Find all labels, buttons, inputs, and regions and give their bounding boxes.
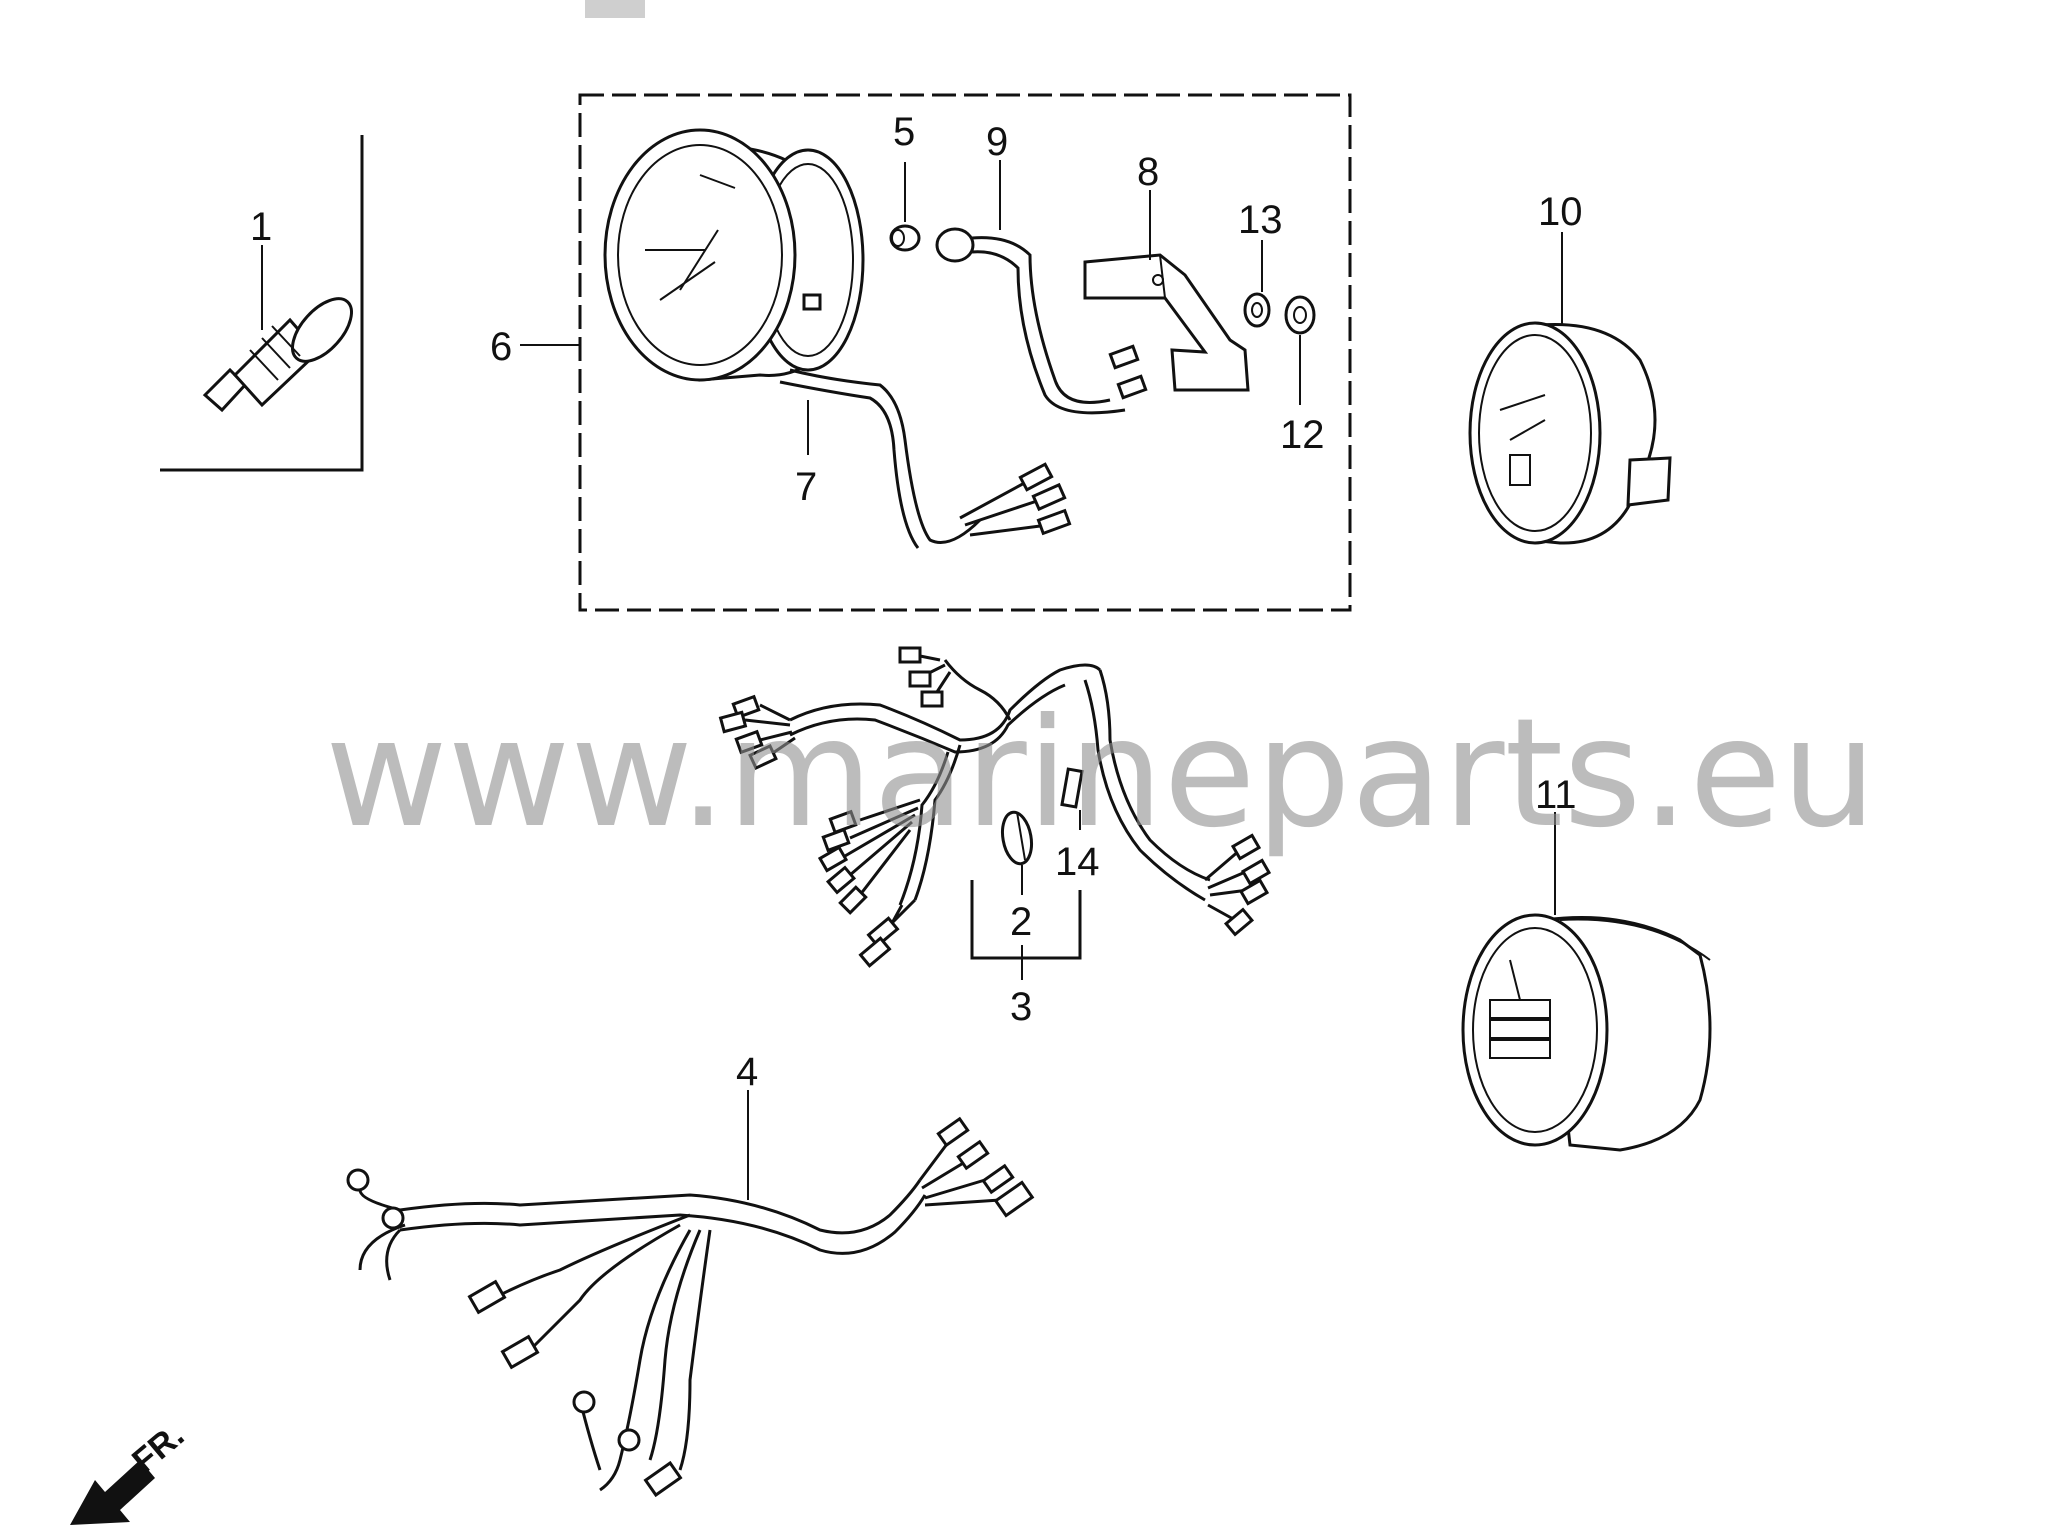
callout-5: 5 bbox=[893, 110, 915, 154]
part-14-pin bbox=[1060, 767, 1084, 809]
callout-7: 7 bbox=[795, 465, 817, 509]
part-1-frame bbox=[160, 135, 364, 472]
callout-13: 13 bbox=[1238, 198, 1283, 242]
callout-9: 9 bbox=[986, 120, 1008, 164]
bracket-3 bbox=[970, 880, 1082, 960]
scan-artifact bbox=[585, 0, 645, 18]
callout-8: 8 bbox=[1137, 150, 1159, 194]
front-direction-indicator: FR. bbox=[70, 1416, 191, 1525]
watermark: www.marineparts.eu bbox=[325, 687, 1877, 861]
part-2-clip bbox=[1000, 810, 1034, 866]
callout-4: 4 bbox=[736, 1050, 758, 1094]
part-9-bulb-socket bbox=[935, 227, 1148, 415]
front-arrow-icon bbox=[70, 1460, 155, 1525]
part-3-harness bbox=[718, 646, 1272, 968]
callout-11: 11 bbox=[1535, 773, 1577, 817]
callout-3: 3 bbox=[1010, 985, 1032, 1029]
gauge-kit-frame bbox=[578, 93, 1352, 612]
callout-6: 6 bbox=[490, 325, 512, 369]
part-1-fitting bbox=[202, 297, 353, 413]
callout-1: 1 bbox=[250, 205, 272, 249]
callout-10: 10 bbox=[1538, 190, 1583, 234]
part-4-harness bbox=[346, 1116, 1035, 1498]
part-13-washer bbox=[1243, 292, 1271, 328]
part-10-gauge bbox=[1468, 321, 1672, 545]
part-6-gauge bbox=[603, 128, 1072, 549]
callout-12: 12 bbox=[1280, 413, 1325, 457]
part-8-bracket bbox=[1083, 253, 1250, 392]
callout-2: 2 bbox=[1010, 900, 1032, 944]
callout-14: 14 bbox=[1055, 840, 1100, 884]
part-11-gauge bbox=[1461, 913, 1712, 1152]
part-5-grommet bbox=[889, 224, 921, 252]
part-12-nut bbox=[1284, 295, 1316, 335]
